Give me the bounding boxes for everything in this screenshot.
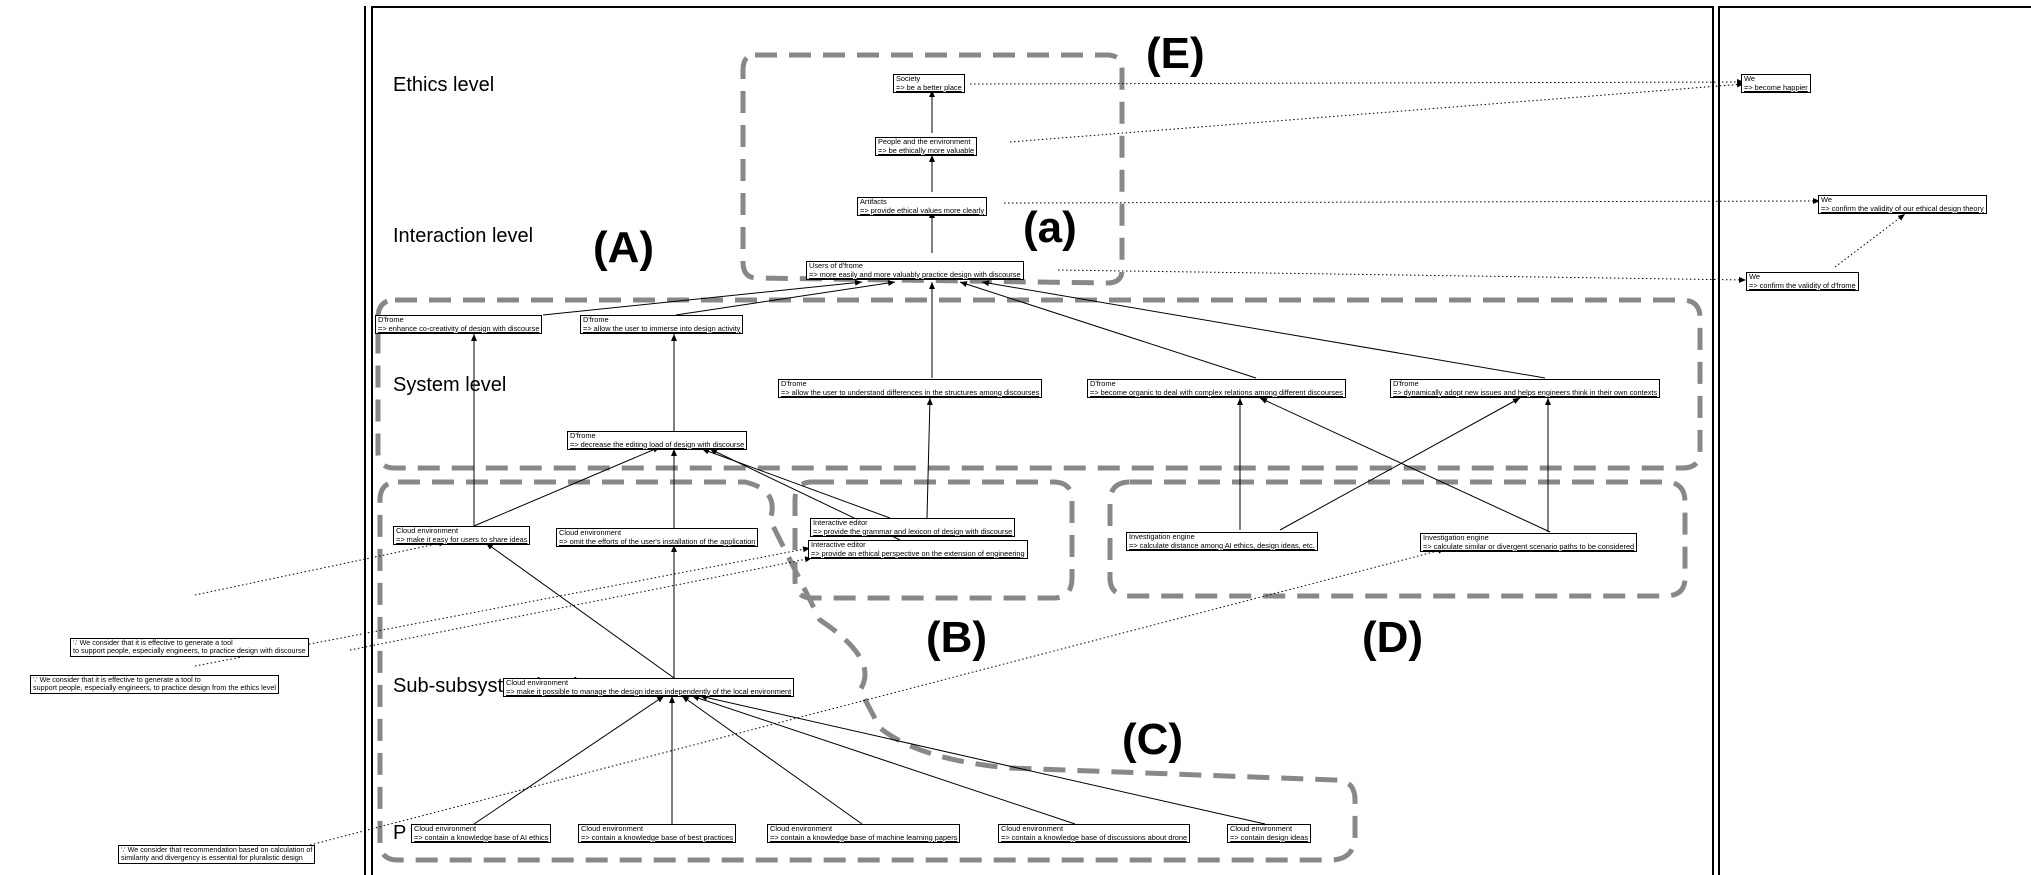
node-editor-grammar: Interactive editor=> provide the grammar… xyxy=(810,518,1016,538)
node-system-new-issues: D'frome=> dynamically adopt new issues a… xyxy=(1390,379,1661,399)
note-assumption-tool-ethics: ∵ We consider that it is effective to ge… xyxy=(30,675,279,694)
group-label-a: (a) xyxy=(1023,203,1077,252)
group-A-outline xyxy=(375,297,1703,471)
node-cloud-omit-installation: Cloud environment=> omit the efforts of … xyxy=(556,528,759,548)
node-society: Society=> be a better place xyxy=(893,74,965,94)
group-label-C: (C) xyxy=(1122,715,1184,764)
group-C-outline xyxy=(377,479,1358,863)
level-label-partial: P xyxy=(393,822,407,844)
group-E-outline xyxy=(740,52,1125,286)
frame-top-line-main xyxy=(371,6,1712,8)
node-investigation-distance: Investigation engine=> calculate distanc… xyxy=(1126,532,1318,552)
note-assumption-tool-discourse: ∵ We consider that it is effective to ge… xyxy=(70,638,309,657)
level-label-ethics: Ethics level xyxy=(393,74,495,96)
group-D-outline xyxy=(1107,479,1688,599)
node-system-immerse: D'frome=> allow the user to immerse into… xyxy=(580,315,744,335)
group-label-A: (A) xyxy=(593,223,655,272)
level-label-system: System level xyxy=(393,374,507,396)
frame-line-right-inner xyxy=(1718,6,1720,875)
frame-top-line-right xyxy=(1718,6,2031,8)
node-investigation-paths: Investigation engine=> calculate similar… xyxy=(1420,533,1638,553)
node-artifacts: Artifacts=> provide ethical values more … xyxy=(857,197,988,217)
node-kb-ml-papers: Cloud environment=> contain a knowledge … xyxy=(767,824,961,844)
node-design-ideas: Cloud environment=> contain design ideas xyxy=(1227,824,1312,844)
node-system-co-creativity: D'frome=> enhance co-creativity of desig… xyxy=(375,315,543,335)
group-label-D: (D) xyxy=(1362,613,1424,662)
frame-line-left xyxy=(364,6,366,875)
node-kb-drone: Cloud environment=> contain a knowledge … xyxy=(998,824,1191,844)
level-label-interaction: Interaction level xyxy=(393,225,534,247)
node-kb-ai-ethics: Cloud environment=> contain a knowledge … xyxy=(411,824,552,844)
node-system-editing-load: D'frome=> decrease the editing load of d… xyxy=(567,431,748,451)
note-assumption-recommendation: ∵ We consider that recommendation based … xyxy=(118,845,316,864)
node-editor-ethical: Interactive editor=> provide an ethical … xyxy=(808,540,1028,560)
node-we-happier: We=> become happier xyxy=(1741,74,1811,94)
frame-line-right xyxy=(1712,6,1714,875)
group-label-E: (E) xyxy=(1146,29,1205,78)
node-cloud-share-ideas: Cloud environment=> make it easy for use… xyxy=(393,526,531,546)
frame-line-left-inner xyxy=(371,6,373,875)
node-users-of-dfrome: Users of d'frome=> more easily and more … xyxy=(806,261,1024,281)
node-kb-best-practices: Cloud environment=> contain a knowledge … xyxy=(578,824,737,844)
node-cloud-manage-ideas: Cloud environment=> make it possible to … xyxy=(503,678,795,698)
node-system-differences: D'frome=> allow the user to understand d… xyxy=(778,379,1043,399)
node-we-ethical-theory: We=> confirm the validity of our ethical… xyxy=(1818,195,1987,215)
node-we-validity-dfrome: We=> confirm the validity of d'frome xyxy=(1746,272,1859,292)
node-system-organic: D'frome=> become organic to deal with co… xyxy=(1087,379,1346,399)
group-B-outline xyxy=(792,479,1075,601)
group-label-B: (B) xyxy=(926,613,988,662)
node-people-environment: People and the environment=> be ethicall… xyxy=(875,137,978,157)
